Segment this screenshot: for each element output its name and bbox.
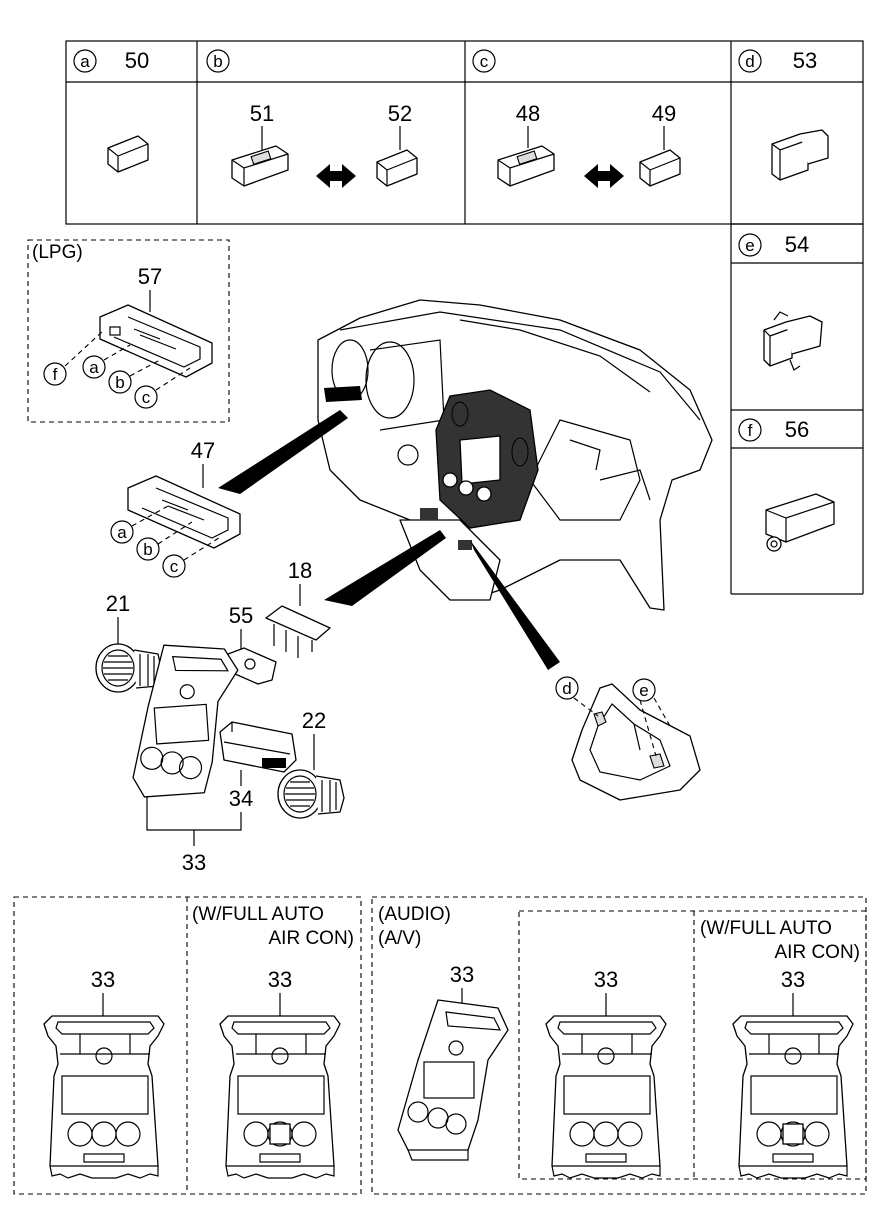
part-33-label: 33	[182, 850, 206, 875]
callout-47-b: b	[143, 540, 152, 559]
part-34-label: 34	[229, 786, 253, 811]
lpg-note: (LPG)	[32, 242, 83, 263]
legend-part-56: 56	[785, 417, 809, 442]
part-18-label: 18	[288, 558, 312, 583]
console-illustration: d e	[555, 676, 701, 801]
legend-letter-b: b	[213, 52, 222, 71]
leader-arrow-47	[218, 410, 348, 494]
lpg-callout-b: b	[115, 373, 124, 392]
variant-1-label: 33	[91, 967, 115, 992]
part-21: 21	[95, 591, 163, 693]
legend-part-54: 54	[785, 232, 809, 257]
part-47-label: 47	[191, 438, 215, 463]
lpg-callout-a: a	[89, 358, 99, 377]
variant-3-note-line2: (A/V)	[378, 928, 421, 949]
variant-2-note-line1: (W/FULL AUTO	[192, 904, 324, 925]
lpg-callout-f: f	[53, 365, 58, 384]
leader-arrow-18	[324, 530, 446, 606]
legend-part-53: 53	[793, 48, 817, 73]
legend-part-51: 51	[250, 101, 274, 126]
dashboard-illustration	[317, 299, 713, 611]
console-callout-d: d	[562, 679, 571, 698]
part-55: 55	[225, 603, 277, 685]
legend-part-49: 49	[652, 101, 676, 126]
variant-3-label: 33	[450, 962, 474, 987]
swap-arrow-icon	[584, 164, 624, 188]
legend-part-50: 50	[125, 48, 149, 73]
lpg-box: (LPG) 57 f a b c	[27, 239, 230, 423]
part-18: 18	[265, 558, 331, 658]
legend-part-52: 52	[388, 101, 412, 126]
legend-letter-c: c	[480, 52, 489, 71]
callout-47-c: c	[170, 557, 179, 576]
variant-3-note-line1: (AUDIO)	[378, 904, 451, 925]
variant-2-note-line2: AIR CON)	[269, 928, 355, 949]
part-22: 22	[277, 708, 345, 819]
variant-5-note-line2: AIR CON)	[775, 942, 861, 963]
legend-letter-e: e	[745, 236, 754, 255]
console-callout-e: e	[639, 681, 648, 700]
legend-letter-f: f	[748, 421, 753, 440]
legend-part-48: 48	[516, 101, 540, 126]
legend-letter-d: d	[745, 52, 754, 71]
legend-letter-a: a	[80, 52, 90, 71]
legend-table: a 50 b 51 52 c 48 49 d 53 e	[65, 40, 864, 595]
swap-arrow-icon	[316, 164, 356, 188]
part-47: 47 a b c	[110, 438, 241, 578]
variant-2-label: 33	[268, 967, 292, 992]
part-55-label: 55	[229, 603, 253, 628]
part-21-label: 21	[106, 591, 130, 616]
lpg-callout-c: c	[142, 388, 151, 407]
center-panel-assembly: 34 33	[132, 644, 297, 875]
leader-arrow-console	[470, 540, 560, 670]
variants-section: 33 (W/FULL AUTO AIR CON) 33 (AUDIO) (A/V…	[13, 896, 867, 1195]
variant-5-label: 33	[781, 967, 805, 992]
variant-5-note-line1: (W/FULL AUTO	[700, 918, 832, 939]
variant-4-label: 33	[594, 967, 618, 992]
part-57-label: 57	[138, 264, 162, 289]
part-22-label: 22	[302, 708, 326, 733]
callout-47-a: a	[117, 523, 127, 542]
